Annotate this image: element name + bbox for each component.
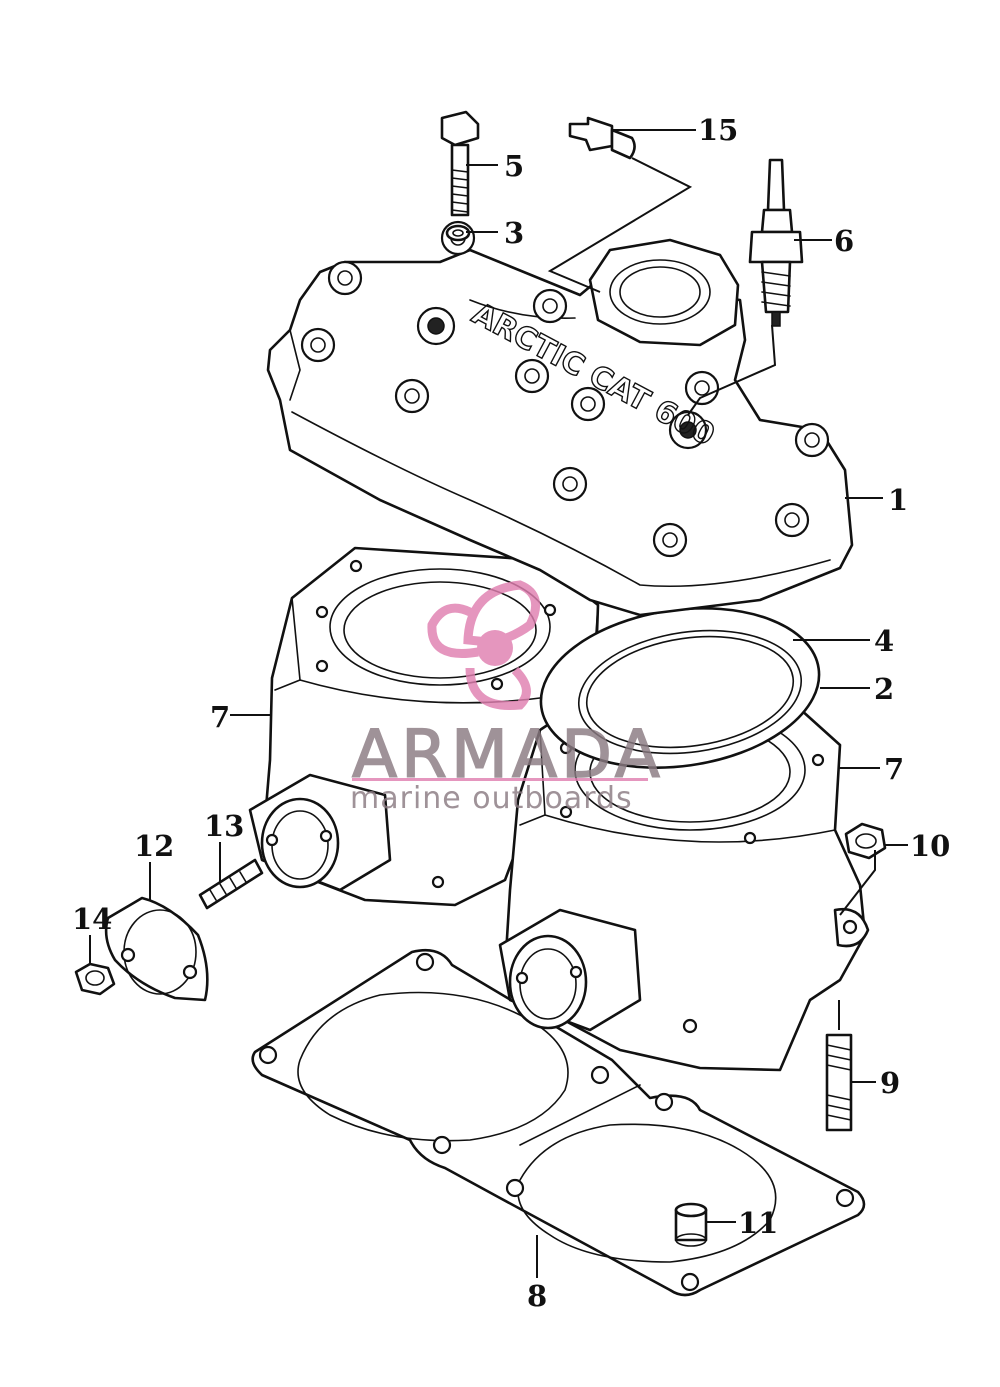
watermark-divider — [352, 778, 648, 781]
dowel-pin — [674, 1202, 708, 1247]
callout-15: 15 — [698, 113, 738, 147]
callout-10: 10 — [910, 829, 950, 863]
callout-11: 11 — [738, 1206, 778, 1240]
callout-9: 9 — [880, 1066, 900, 1100]
callout-3: 3 — [504, 216, 524, 250]
callout-14: 14 — [72, 902, 112, 936]
washer — [445, 224, 471, 242]
base-gasket — [251, 948, 866, 1297]
head-bolt — [440, 110, 480, 217]
callout-13: 13 — [204, 809, 244, 843]
callout-5: 5 — [504, 149, 524, 183]
spark-plug — [748, 158, 804, 327]
callout-labels: 15 5 3 6 1 4 2 7 7 10 13 12 14 9 11 8 — [72, 113, 950, 1313]
callout-12: 12 — [134, 829, 174, 863]
callout-7-left: 7 — [210, 700, 230, 734]
callout-6: 6 — [834, 224, 854, 258]
watermark-subtitle: marine outboards — [350, 781, 633, 816]
cylinder-head: ARCTIC CAT 600 — [266, 220, 854, 617]
propeller-blade-lower — [465, 666, 531, 711]
callout-4: 4 — [874, 624, 894, 658]
exhaust-stud — [198, 858, 264, 910]
exhaust-nut — [74, 962, 116, 996]
callout-1: 1 — [888, 483, 908, 517]
cylinder-nut — [844, 822, 887, 860]
exhaust-gasket — [104, 896, 209, 1002]
temperature-sensor — [568, 116, 636, 160]
cylinder-stud — [825, 1033, 853, 1132]
propeller-hub — [477, 630, 513, 666]
propeller-blade-left — [427, 603, 479, 658]
armada-watermark: ARMADA marine outboards — [350, 580, 661, 816]
propeller-logo — [427, 580, 541, 711]
callout-7-right: 7 — [884, 752, 904, 786]
callout-8: 8 — [527, 1279, 547, 1313]
leader-lines — [89, 129, 908, 1278]
callout-2: 2 — [874, 672, 894, 706]
